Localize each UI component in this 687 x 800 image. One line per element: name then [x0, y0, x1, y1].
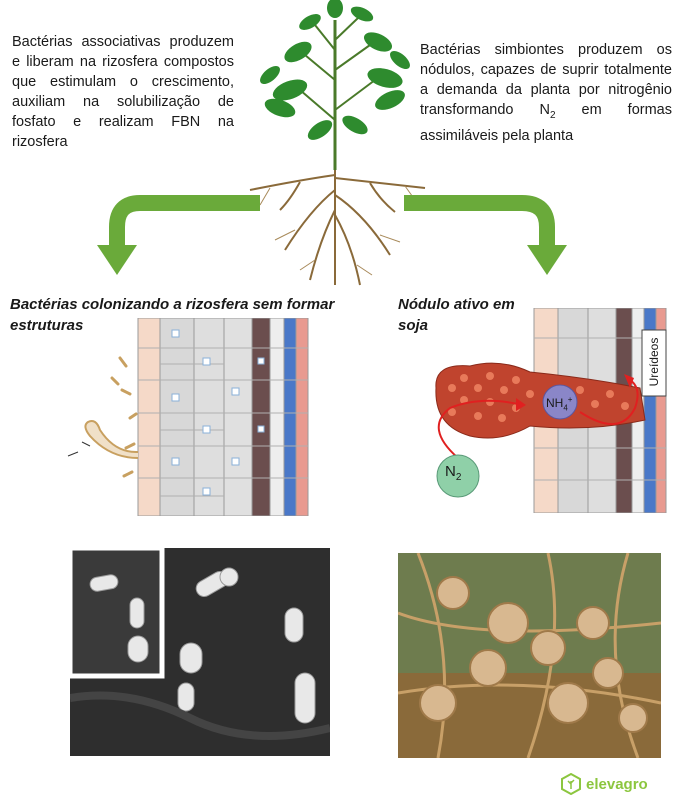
nh4-label-sub: 4	[563, 403, 568, 413]
left-description: Bactérias associativas produzem e libera…	[12, 34, 234, 150]
root-cells-left	[67, 318, 309, 516]
nodule-photo	[398, 553, 661, 758]
microscopy-photo-art	[70, 548, 330, 756]
microscopy-photo	[70, 548, 330, 756]
n2-label-text: N	[445, 463, 456, 480]
n2-label-sub: 2	[455, 472, 462, 483]
nh4-label: NH4+	[546, 395, 572, 412]
ureideos-label: Ureídeos	[647, 337, 661, 387]
nh4-label-sup: +	[567, 395, 573, 404]
plant-illustration	[249, 0, 426, 286]
nh4-label-text: NH	[546, 396, 564, 410]
logo-text: elevagro	[586, 775, 648, 793]
n2-label: N2	[445, 463, 461, 483]
right-description: Bactérias simbiontes produzem os nódulos…	[420, 40, 672, 146]
right-description-sub: 2	[549, 109, 556, 121]
left-caption: Bactérias colonizando a rizosfera sem fo…	[10, 296, 335, 334]
elevagro-logo-icon	[561, 773, 581, 795]
curved-arrow-left	[97, 195, 260, 275]
right-description-pre: Bactérias simbiontes produzem os nódulos…	[420, 42, 672, 118]
right-description-post: em formas assimiláveis pela planta	[420, 102, 672, 144]
nodule-photo-art	[398, 553, 661, 758]
nodule-illustration	[435, 308, 667, 513]
curved-arrow-right	[404, 195, 567, 275]
right-caption: Nódulo ativo em soja	[398, 296, 515, 334]
elevagro-logo: elevagro	[560, 772, 680, 796]
